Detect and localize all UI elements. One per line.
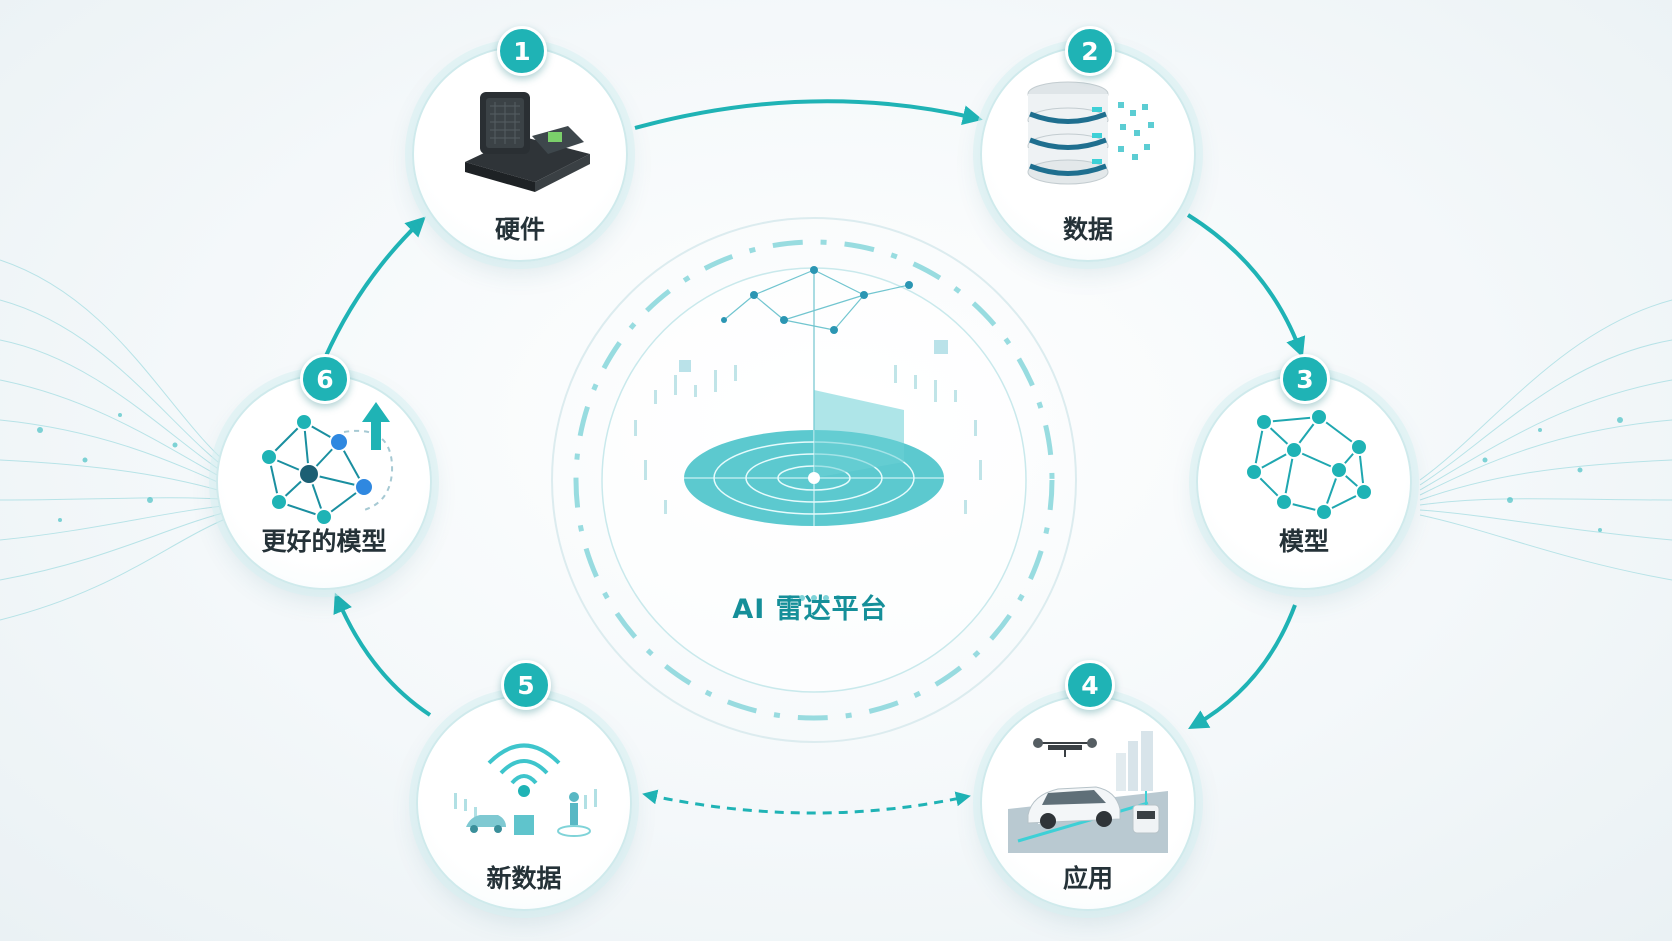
database-icon <box>1027 81 1154 185</box>
arrow-6-to-1 <box>323 216 426 359</box>
left-stream-lines <box>0 259 236 621</box>
step-badge-4: 4 <box>1065 660 1115 710</box>
right-stream-lines <box>1419 299 1672 581</box>
arrow-2-to-3 <box>1186 213 1306 358</box>
node-model: 模型 <box>1196 374 1412 590</box>
node-label: 硬件 <box>494 215 545 244</box>
step-badge-6: 6 <box>300 354 350 404</box>
step-badge-2: 2 <box>1065 26 1115 76</box>
center-platform-label: AI 雷达平台 <box>732 594 888 625</box>
step-badge-5: 5 <box>501 660 551 710</box>
arrow-4-5-bidirectional <box>642 789 971 815</box>
node-hardware: 硬件 <box>412 46 628 262</box>
node-label: 数据 <box>1062 215 1113 244</box>
step-badge-3: 3 <box>1280 354 1330 404</box>
arrow-3-to-4 <box>1188 604 1297 729</box>
improved-network-icon <box>260 402 394 526</box>
node-label: 新数据 <box>486 864 562 893</box>
node-application: 应用 <box>980 695 1196 911</box>
node-label: 更好的模型 <box>261 527 387 556</box>
autonomous-vehicles-icon <box>1008 731 1168 853</box>
background-dots <box>37 413 1623 532</box>
hardware-sensor-icon <box>465 92 590 192</box>
radar-platform-graphic <box>551 217 1077 743</box>
step-badge-1: 1 <box>497 26 547 76</box>
arrow-1-to-2 <box>634 99 983 130</box>
node-label: 模型 <box>1278 527 1329 556</box>
neural-network-icon <box>1245 408 1373 521</box>
node-label: 应用 <box>1062 864 1113 893</box>
node-data: 数据 <box>980 46 1196 262</box>
node-new-data: 新数据 <box>416 695 632 911</box>
node-better-model: 更好的模型 <box>216 374 432 590</box>
wireless-data-icon <box>454 743 597 837</box>
arrow-5-to-6 <box>333 592 432 717</box>
